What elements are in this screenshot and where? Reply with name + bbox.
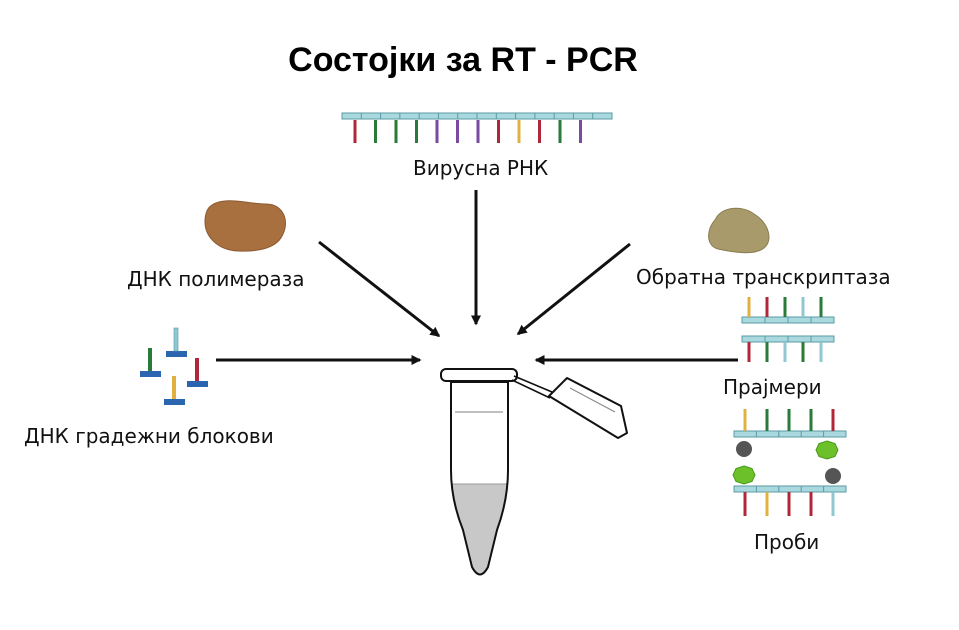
probe-duplex-icon [732,409,847,516]
arrows [216,190,738,365]
nucleotide-base [801,342,805,362]
nucleotide-base [831,409,835,431]
nucleotide-base [456,120,459,143]
nucleotide-base [783,297,787,317]
nucleotide-base [579,120,582,143]
arrow-icon [516,242,631,336]
nucleotide-base [497,120,500,143]
nucleotide-base [517,120,521,143]
nucleotide-base [809,409,813,431]
nucleotide-base [374,120,377,143]
reverse-transcriptase-label: Обратна транскриптаза [636,265,891,289]
rna-strand-icon [341,112,613,143]
nucleotide-base [819,297,823,317]
strand-backbone [733,430,847,438]
nucleotide-base [415,120,418,143]
nucleotide-base [743,409,747,431]
strand-backbone [733,485,847,493]
nucleotide-base [831,492,835,516]
nucleotide-base [435,120,439,143]
dna-polymerase-label: ДНК полимераза [127,267,305,291]
nucleotide-base [809,492,813,516]
reporter-dye-icon [732,465,756,485]
dna-polymerase-icon [204,200,286,252]
nucleotide-base [765,342,769,362]
nucleotide-base [476,120,480,143]
page-title: Состојки за RT - PCR [288,41,638,79]
nucleotide-base [819,342,823,362]
nucleotide-base [394,120,398,143]
arrow-icon [318,240,441,338]
nucleotide-base [783,342,787,362]
dna-building-blocks-label: ДНК градежни блокови [24,424,274,448]
nucleotide-base [787,409,791,431]
viral-rna-label: Вирусна РНК [413,156,549,180]
primers-label: Прајмери [723,375,822,399]
nucleotide-base [801,297,805,317]
nucleotide-base [747,342,751,362]
probes-label: Проби [754,530,820,554]
quencher-icon [825,468,841,484]
reporter-dye-icon [815,440,839,460]
pcr-tube-icon [440,368,628,576]
nucleotide-base [353,120,357,143]
nucleotide-base [743,492,747,516]
nucleotide-base [558,120,562,143]
reverse-transcriptase-icon [708,207,770,254]
nucleotide-base [787,492,791,516]
nucleotide-base [765,409,769,431]
nucleotide-icon [140,327,208,405]
nucleotide-base [765,297,769,317]
nucleotide-base [765,492,769,516]
primer-duplex-icon [741,297,835,362]
nucleotide-base [747,297,751,317]
quencher-icon [736,441,752,457]
nucleotide-base [538,120,541,143]
